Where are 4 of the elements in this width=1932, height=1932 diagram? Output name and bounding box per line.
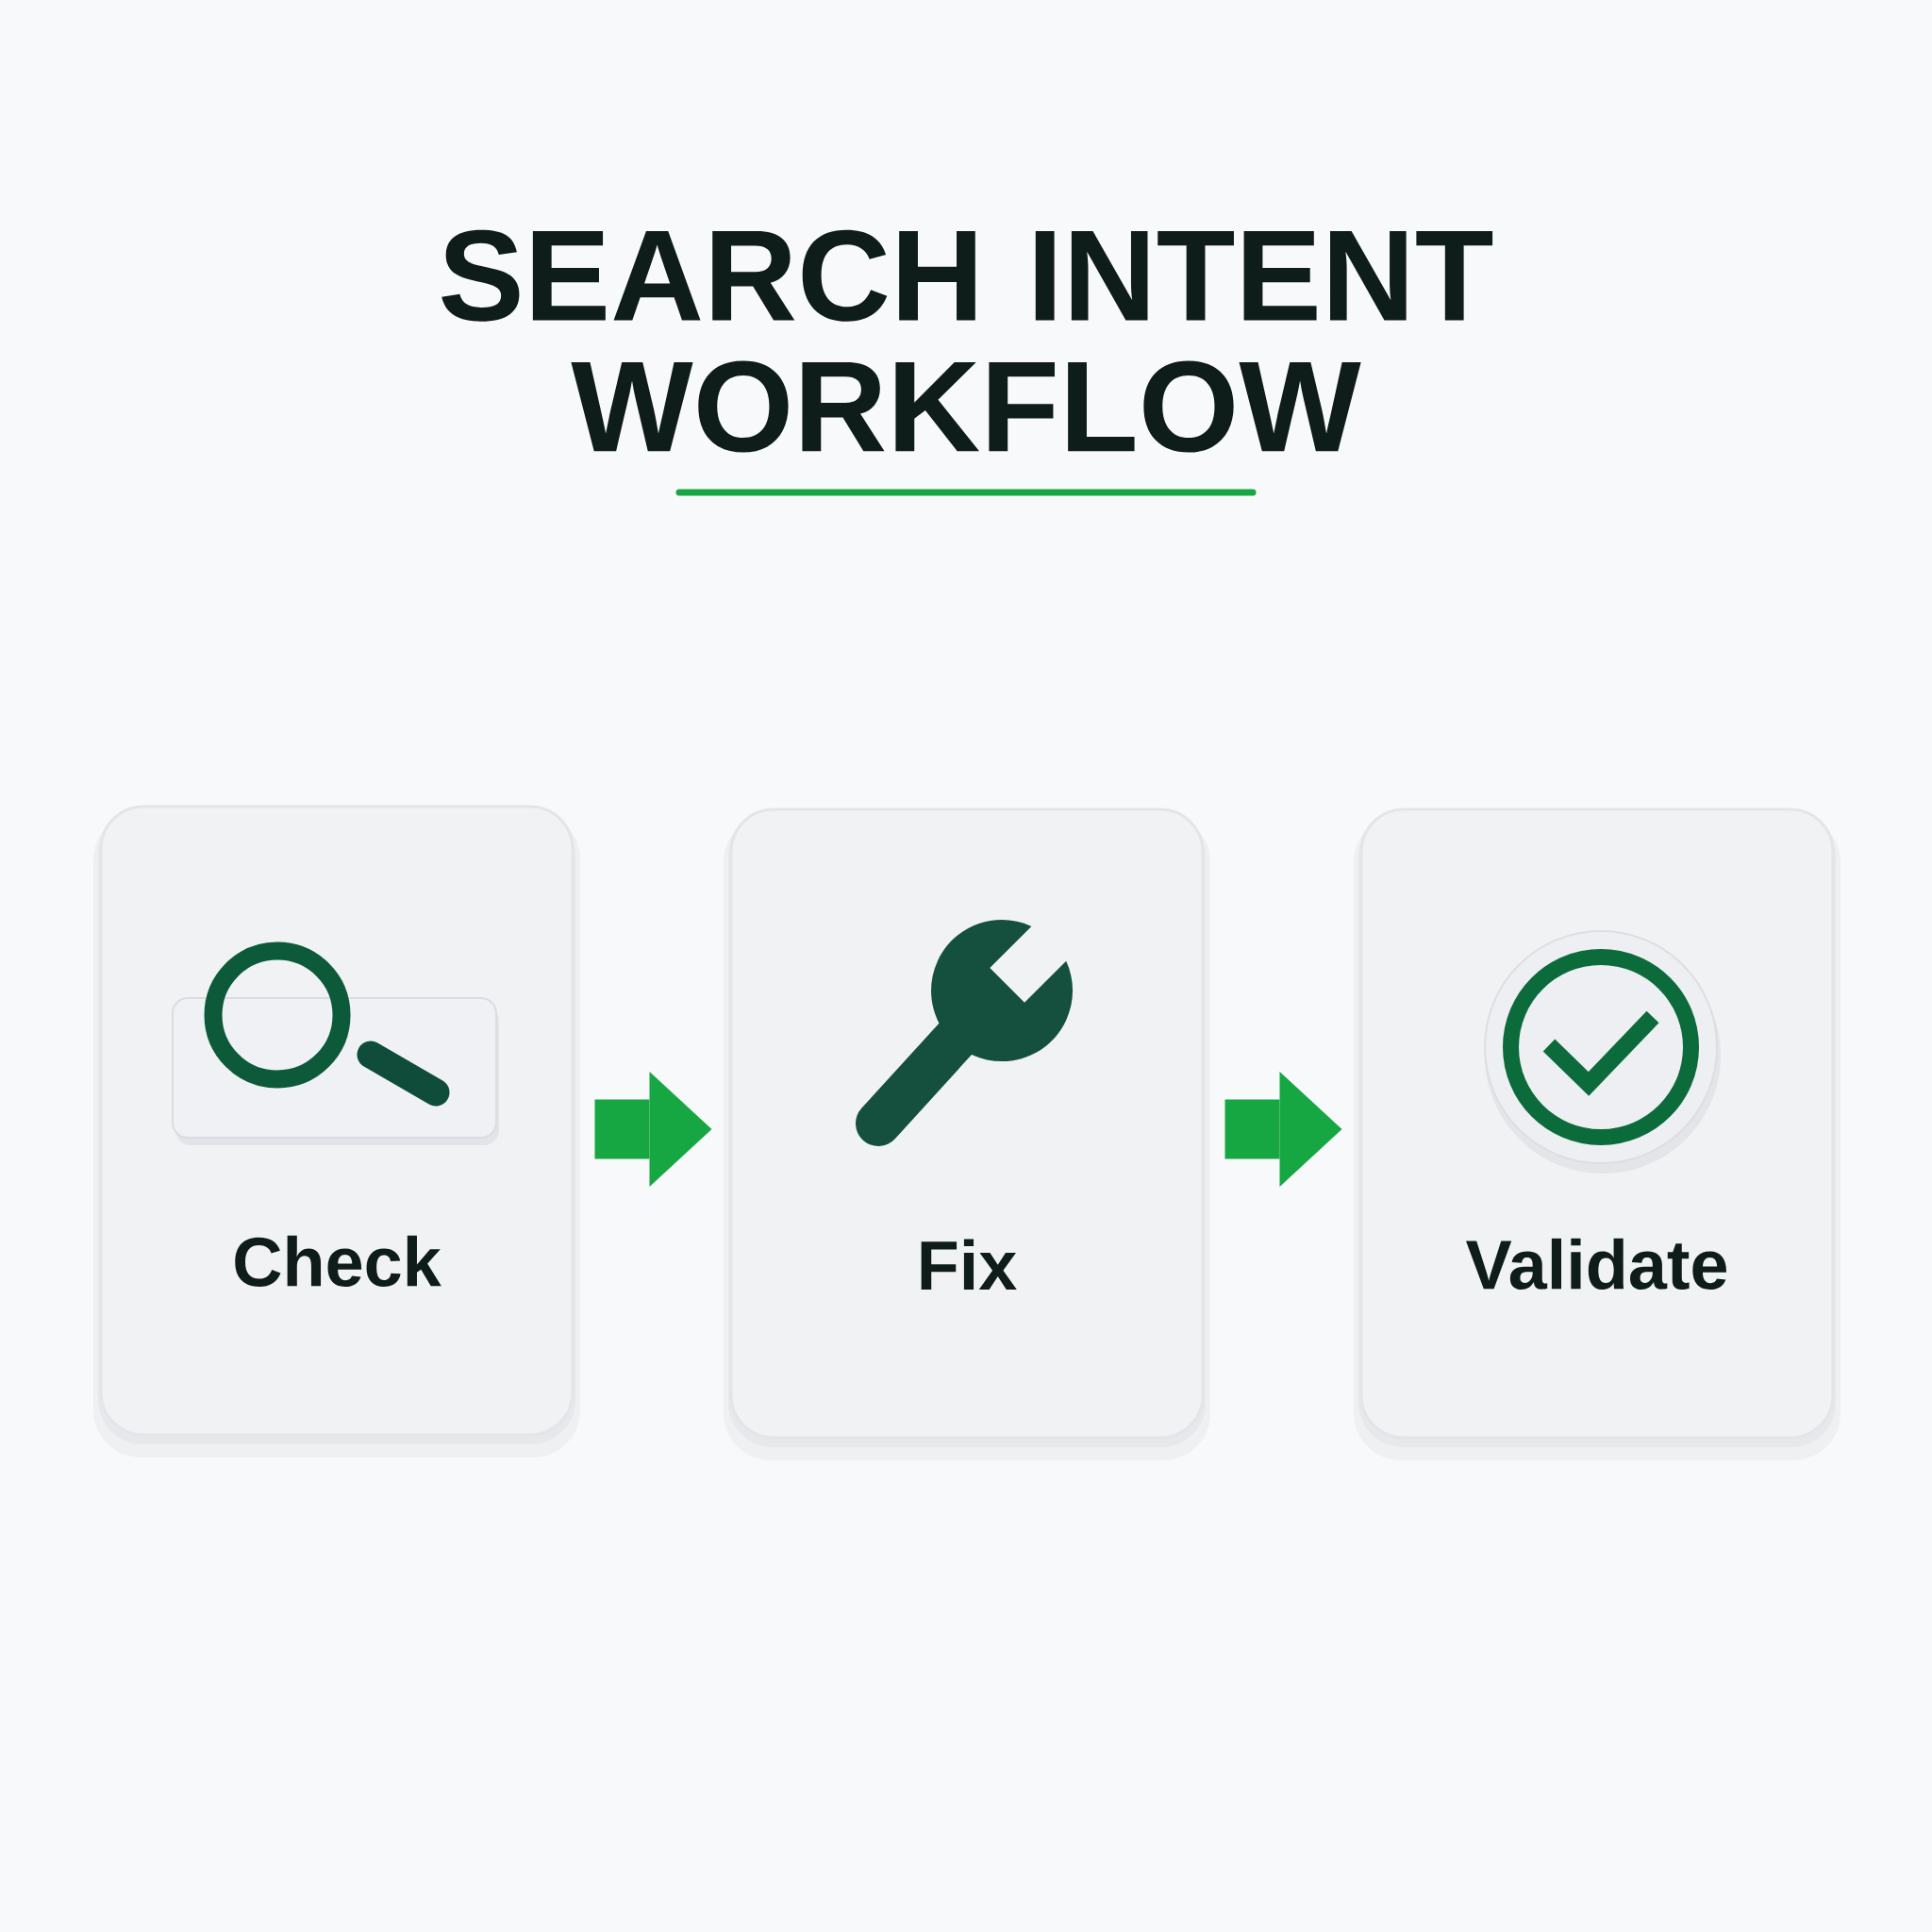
card: Fix <box>724 808 1210 1460</box>
arrow <box>1224 1072 1342 1187</box>
title: SEARCH INTENT WORKFLOW <box>441 229 1493 453</box>
arrow <box>594 1072 712 1187</box>
